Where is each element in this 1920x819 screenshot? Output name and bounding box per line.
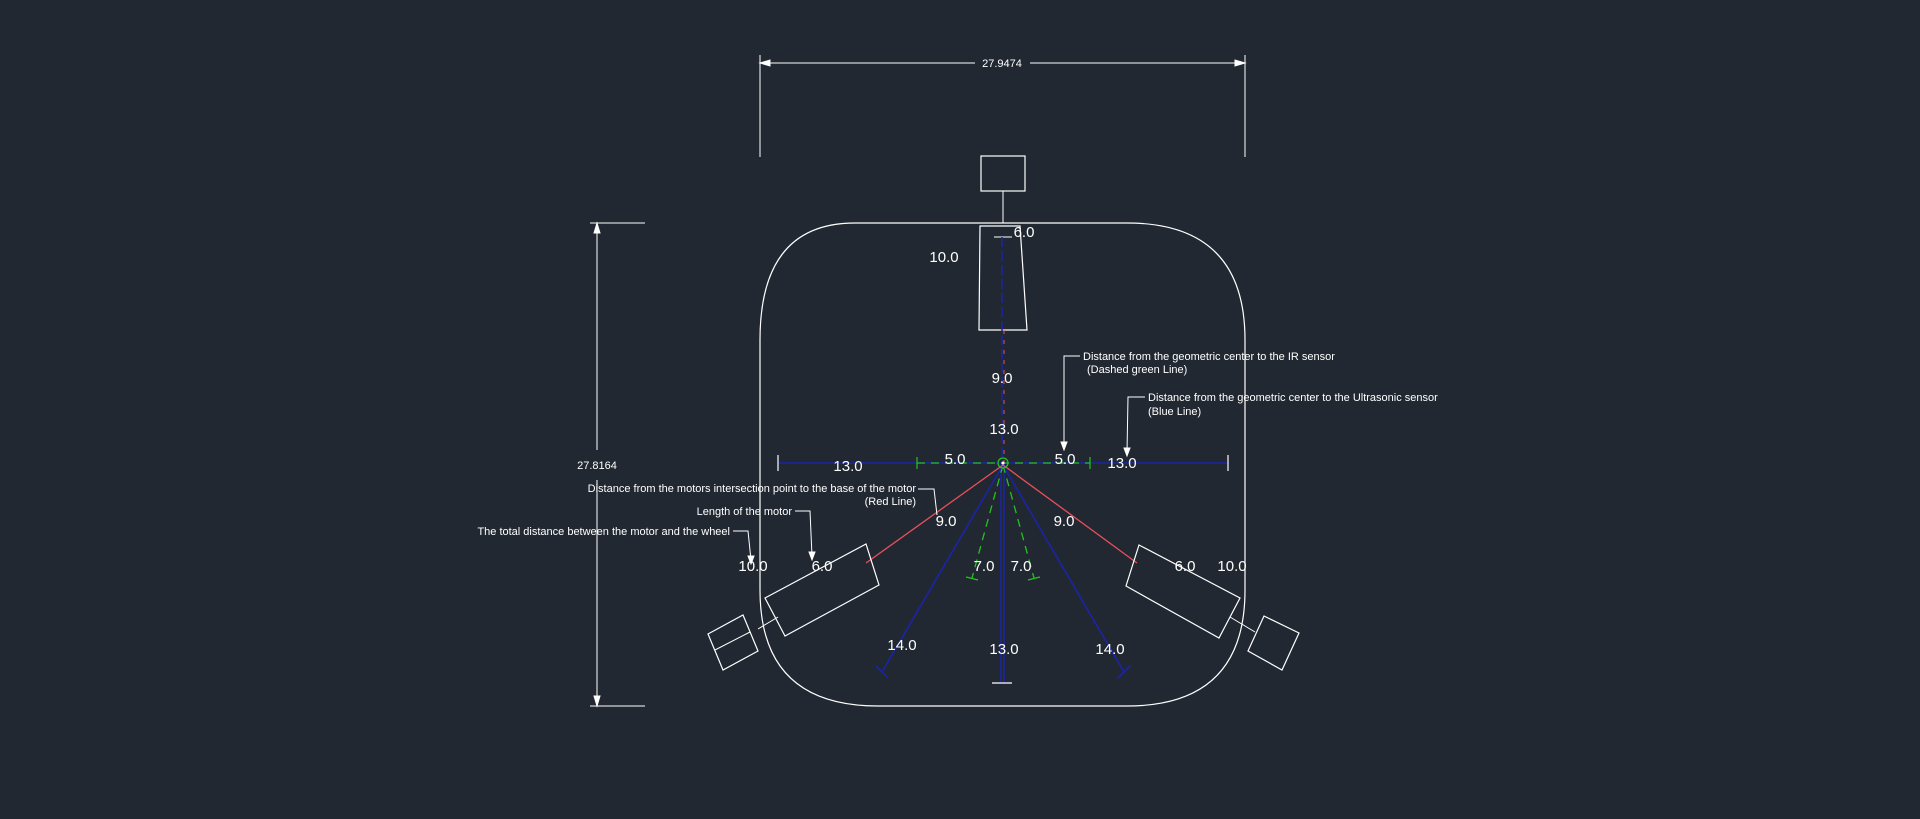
left-blue-diag-label: 14.0: [887, 637, 916, 654]
geometric-center-marker: [997, 457, 1009, 469]
center-to-front-blue-label: 13.0: [989, 421, 1018, 438]
ultrasonic-annotation-line2: (Blue Line): [1148, 406, 1201, 418]
height-arrow-bottom: [593, 695, 601, 708]
right-axle: [1229, 616, 1256, 633]
width-arrow-right: [1234, 59, 1247, 67]
ultrasonic-sensor-box: [978, 225, 1028, 331]
right-blue-label: 13.0: [1107, 455, 1136, 472]
left-blue-label: 13.0: [833, 458, 862, 475]
bottom-blue-label: 13.0: [989, 641, 1018, 658]
right-green-diag-tick: [1027, 576, 1041, 581]
left-green-diagonal: [971, 464, 1004, 579]
right-green-label: 5.0: [1055, 451, 1076, 468]
width-dimension: [758, 55, 1247, 157]
left-motor-length-label: 6.0: [812, 558, 833, 575]
left-green-diag-label: 7.0: [974, 558, 995, 575]
motor-wheel-annotation-leader: [733, 530, 752, 561]
ir-annotation-leader: [1063, 355, 1080, 446]
motor-wheel-annotation: The total distance between the motor and…: [477, 526, 730, 538]
right-red-label: 9.0: [1054, 513, 1075, 530]
width-dimension-label: 27.9474: [982, 58, 1022, 70]
right-green-diag-label: 7.0: [1011, 558, 1032, 575]
left-axle: [757, 616, 779, 630]
ir-annotation-line2: (Dashed green Line): [1087, 364, 1187, 376]
height-dimension: [590, 221, 645, 708]
left-green-label: 5.0: [945, 451, 966, 468]
right-wheel: [1247, 615, 1300, 671]
left-motor: [764, 543, 880, 637]
annotation-leaders: [733, 355, 1145, 566]
ir-annotation-arrow: [1060, 441, 1068, 452]
motor-wheel-annotation-arrow: [747, 555, 755, 566]
motor-length-annotation: Length of the motor: [697, 506, 793, 518]
left-red-label: 9.0: [936, 513, 957, 530]
height-dimension-label: 27.8164: [577, 460, 617, 472]
ultrasonic-annotation-arrow: [1123, 447, 1131, 458]
left-red-line: [865, 464, 1004, 564]
motor-base-annotation-leader: [918, 488, 938, 516]
left-wheel-divider: [714, 631, 751, 651]
left-wheel: [707, 614, 759, 671]
right-blue-diag-tick: [1117, 665, 1131, 679]
left-blue-diag-tick: [875, 665, 889, 679]
width-arrow-left: [758, 59, 771, 67]
right-motor: [1125, 544, 1241, 639]
left-motor-wheel-label: 10.0: [738, 558, 767, 575]
motor-base-annotation-line1: Distance from the motors intersection po…: [588, 483, 917, 495]
center-to-front-red-label: 9.0: [992, 370, 1013, 387]
motor-length-annotation-arrow: [808, 551, 816, 562]
left-blue-diagonal: [881, 464, 1004, 673]
ultrasonic-annotation-line1: Distance from the geometric center to th…: [1148, 392, 1438, 404]
front-sensor-length-label: 10.0: [929, 249, 958, 266]
right-motor-length-label: 6.0: [1175, 558, 1196, 575]
motor-length-annotation-leader: [795, 510, 813, 557]
ir-sensor-box: [980, 155, 1026, 192]
ir-annotation-line1: Distance from the geometric center to th…: [1083, 351, 1335, 363]
robot-body-outline: [759, 222, 1246, 707]
front-sensor-width-label: 6.0: [1014, 224, 1035, 241]
left-green-diag-tick: [965, 576, 979, 581]
right-red-line: [1002, 464, 1138, 564]
height-arrow-top: [593, 221, 601, 234]
right-blue-diagonal: [1002, 464, 1125, 673]
motor-base-annotation-line2: (Red Line): [865, 496, 916, 508]
ultrasonic-annotation-leader: [1126, 396, 1145, 453]
right-green-diagonal: [1002, 464, 1035, 579]
geometric-center-dot: [1001, 461, 1005, 465]
right-blue-diag-label: 14.0: [1095, 641, 1124, 658]
right-motor-wheel-label: 10.0: [1217, 558, 1246, 575]
